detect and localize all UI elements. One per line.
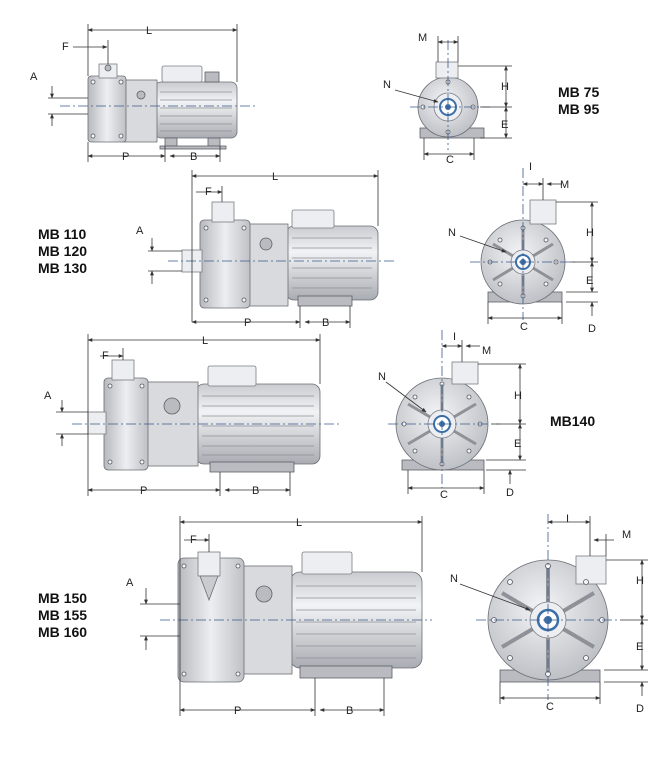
front-dimensions-mb150 xyxy=(459,516,648,704)
dim-label-C: C xyxy=(440,489,448,501)
side-dimensions-mb150 xyxy=(140,516,423,716)
dim-label-A: A xyxy=(126,577,134,589)
dim-label-F: F xyxy=(205,186,212,198)
dim-label-D: D xyxy=(636,703,644,715)
front-view-mb75 xyxy=(410,40,490,150)
dim-label-C: C xyxy=(546,701,554,713)
dim-label-H: H xyxy=(501,81,509,93)
dim-label-P: P xyxy=(234,705,241,717)
model-name: MB 155 xyxy=(38,607,88,623)
side-dimensions-mb75 xyxy=(48,24,238,162)
dim-label-F: F xyxy=(102,350,109,362)
dim-label-B: B xyxy=(322,317,329,329)
model-group-mb150: MB 150 MB 155 MB 160 xyxy=(38,590,87,641)
dim-label-E: E xyxy=(514,438,521,450)
model-name: MB 95 xyxy=(558,101,600,117)
dim-label-H: H xyxy=(514,390,522,402)
model-name: MB140 xyxy=(550,413,596,429)
dim-label-B: B xyxy=(190,151,197,163)
dim-label-I: I xyxy=(453,331,456,343)
dim-label-H: H xyxy=(586,227,594,239)
side-view-mb110 xyxy=(168,201,396,309)
side-view-mb75 xyxy=(60,63,258,150)
dim-label-L: L xyxy=(202,335,208,347)
dim-label-I: I xyxy=(529,161,532,173)
dim-label-L: L xyxy=(272,171,278,183)
side-dimensions-mb140 xyxy=(56,334,321,496)
dim-label-B: B xyxy=(346,705,353,717)
dim-label-L: L xyxy=(296,517,302,529)
dim-label-L: L xyxy=(146,25,152,37)
model-name: MB 120 xyxy=(38,243,88,259)
dim-label-F: F xyxy=(190,534,197,546)
front-dimensions-mb140 xyxy=(385,340,526,494)
dim-label-A: A xyxy=(44,390,52,402)
dim-label-N: N xyxy=(378,371,386,383)
front-dimensions-mb110 xyxy=(459,178,598,324)
dim-label-C: C xyxy=(446,154,454,166)
dim-label-A: A xyxy=(30,71,38,83)
dim-label-N: N xyxy=(450,573,458,585)
dim-label-H: H xyxy=(636,575,644,587)
model-name: MB 110 xyxy=(38,226,87,242)
dim-label-P: P xyxy=(244,317,251,329)
model-name: MB 150 xyxy=(38,590,88,606)
dim-label-E: E xyxy=(636,641,643,653)
dim-label-F: F xyxy=(62,41,69,53)
front-view-mb110 xyxy=(470,168,576,320)
side-dimensions-mb110 xyxy=(148,170,379,328)
dim-label-C: C xyxy=(520,321,528,333)
front-view-mb150 xyxy=(476,514,620,700)
dim-label-N: N xyxy=(448,227,456,239)
dim-label-M: M xyxy=(560,179,569,191)
front-dimensions-mb75 xyxy=(394,36,512,160)
dim-label-D: D xyxy=(506,487,514,499)
dim-label-A: A xyxy=(136,225,144,237)
dim-label-B: B xyxy=(252,485,259,497)
dim-label-E: E xyxy=(586,275,593,287)
dim-label-D: D xyxy=(588,323,596,335)
front-view-mb140 xyxy=(388,330,500,488)
dim-label-N: N xyxy=(383,79,391,91)
model-name: MB 130 xyxy=(38,260,88,276)
model-name: MB 75 xyxy=(558,84,600,100)
dim-label-M: M xyxy=(482,345,491,357)
model-group-mb140: MB140 xyxy=(550,413,595,430)
dim-label-P: P xyxy=(122,151,129,163)
model-name: MB 160 xyxy=(38,624,88,640)
side-view-mb150 xyxy=(160,551,432,683)
side-view-mb140 xyxy=(72,359,342,473)
dim-label-M: M xyxy=(622,529,631,541)
dim-label-E: E xyxy=(501,119,508,131)
dim-label-M: M xyxy=(418,32,427,44)
model-group-mb75: MB 75 MB 95 xyxy=(558,84,599,118)
dim-label-P: P xyxy=(140,485,147,497)
model-group-mb110: MB 110 MB 120 MB 130 xyxy=(38,226,87,277)
dim-label-I: I xyxy=(566,513,569,525)
